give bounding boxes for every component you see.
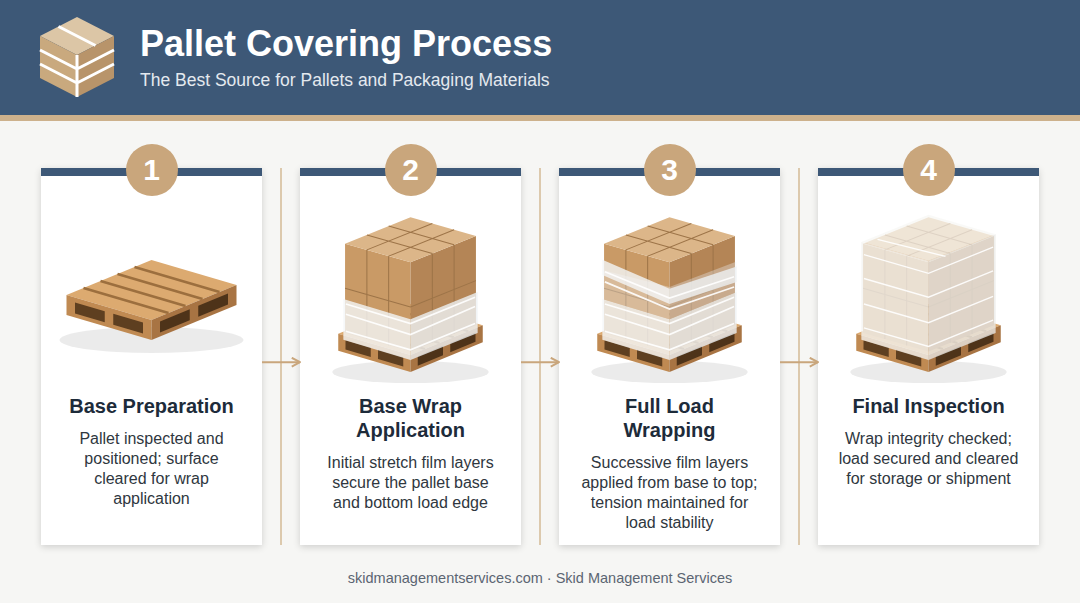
step-number: 3 xyxy=(644,144,696,196)
header-accent-stripe xyxy=(0,115,1080,121)
step-title: Final Inspection xyxy=(841,394,1017,418)
number-badge: 3 xyxy=(644,144,696,196)
step-title: Base Wrap Application xyxy=(323,394,499,442)
step-number: 2 xyxy=(385,144,437,196)
number-badge: 1 xyxy=(126,144,178,196)
step-description: Pallet inspected and positioned; surface… xyxy=(59,429,244,509)
divider-line xyxy=(280,168,282,545)
step-description: Successive film layers applied from base… xyxy=(577,453,762,533)
step-dividers xyxy=(281,168,799,545)
step-card: Base Wrap ApplicationInitial stretch fil… xyxy=(300,168,521,545)
page-subtitle: The Best Source for Pallets and Packagin… xyxy=(140,69,550,91)
step-card: Full Load WrappingSuccessive film layers… xyxy=(559,168,780,545)
step-card: Final InspectionWrap integrity checked; … xyxy=(818,168,1039,545)
step-number: 1 xyxy=(126,144,178,196)
flow-arrow xyxy=(521,361,559,363)
divider-line xyxy=(539,168,541,545)
footer-credit: skidmanagementservices.com · Skid Manage… xyxy=(0,568,1080,588)
flow-arrow xyxy=(780,361,818,363)
page-title: Pallet Covering Process xyxy=(140,23,552,65)
number-badge: 4 xyxy=(903,144,955,196)
step-description: Wrap integrity checked; load secured and… xyxy=(836,429,1021,489)
divider-line xyxy=(798,168,800,545)
step-number: 4 xyxy=(903,144,955,196)
step-title: Base Preparation xyxy=(64,394,240,418)
number-badge: 2 xyxy=(385,144,437,196)
logo-stripes xyxy=(40,27,114,98)
header-band xyxy=(0,0,1080,115)
step-title: Full Load Wrapping xyxy=(582,394,758,442)
step-description: Initial stretch film layers secure the p… xyxy=(318,453,503,513)
flow-arrow xyxy=(262,361,300,363)
company-logo xyxy=(40,17,114,97)
step-card: Base PreparationPallet inspected and pos… xyxy=(41,168,262,545)
